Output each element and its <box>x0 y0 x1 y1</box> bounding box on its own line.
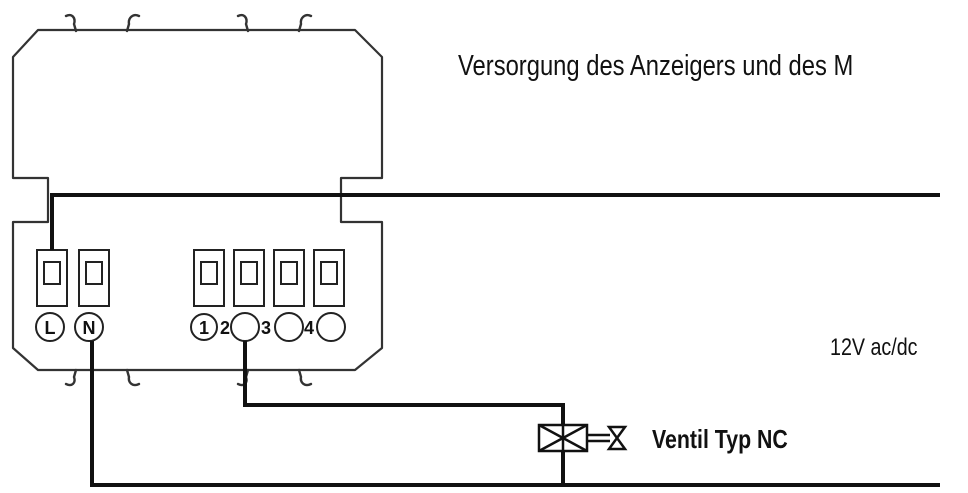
return-wire <box>90 341 940 487</box>
voltage-label: 12V ac/dc <box>830 334 918 361</box>
bottom-mounting-clips <box>64 368 313 387</box>
terminal-label-3: 3 <box>261 318 271 338</box>
top-mounting-clips <box>64 13 313 33</box>
terminal-screws <box>35 312 346 342</box>
valve-label: Ventil Typ NC <box>652 424 788 454</box>
terminal-blocks <box>36 249 345 307</box>
valve-wire <box>243 341 565 425</box>
terminal-label-4: 4 <box>304 318 314 338</box>
valve-symbol <box>537 423 628 453</box>
terminal-label-1: 1 <box>199 318 209 338</box>
terminal-label-2: 2 <box>220 318 230 338</box>
wires <box>50 193 940 487</box>
supply-wire <box>50 193 940 250</box>
terminal-label-n: N <box>83 318 96 338</box>
supply-title: Versorgung des Anzeigers und des M <box>458 50 854 82</box>
terminal-label-l: L <box>45 318 56 338</box>
